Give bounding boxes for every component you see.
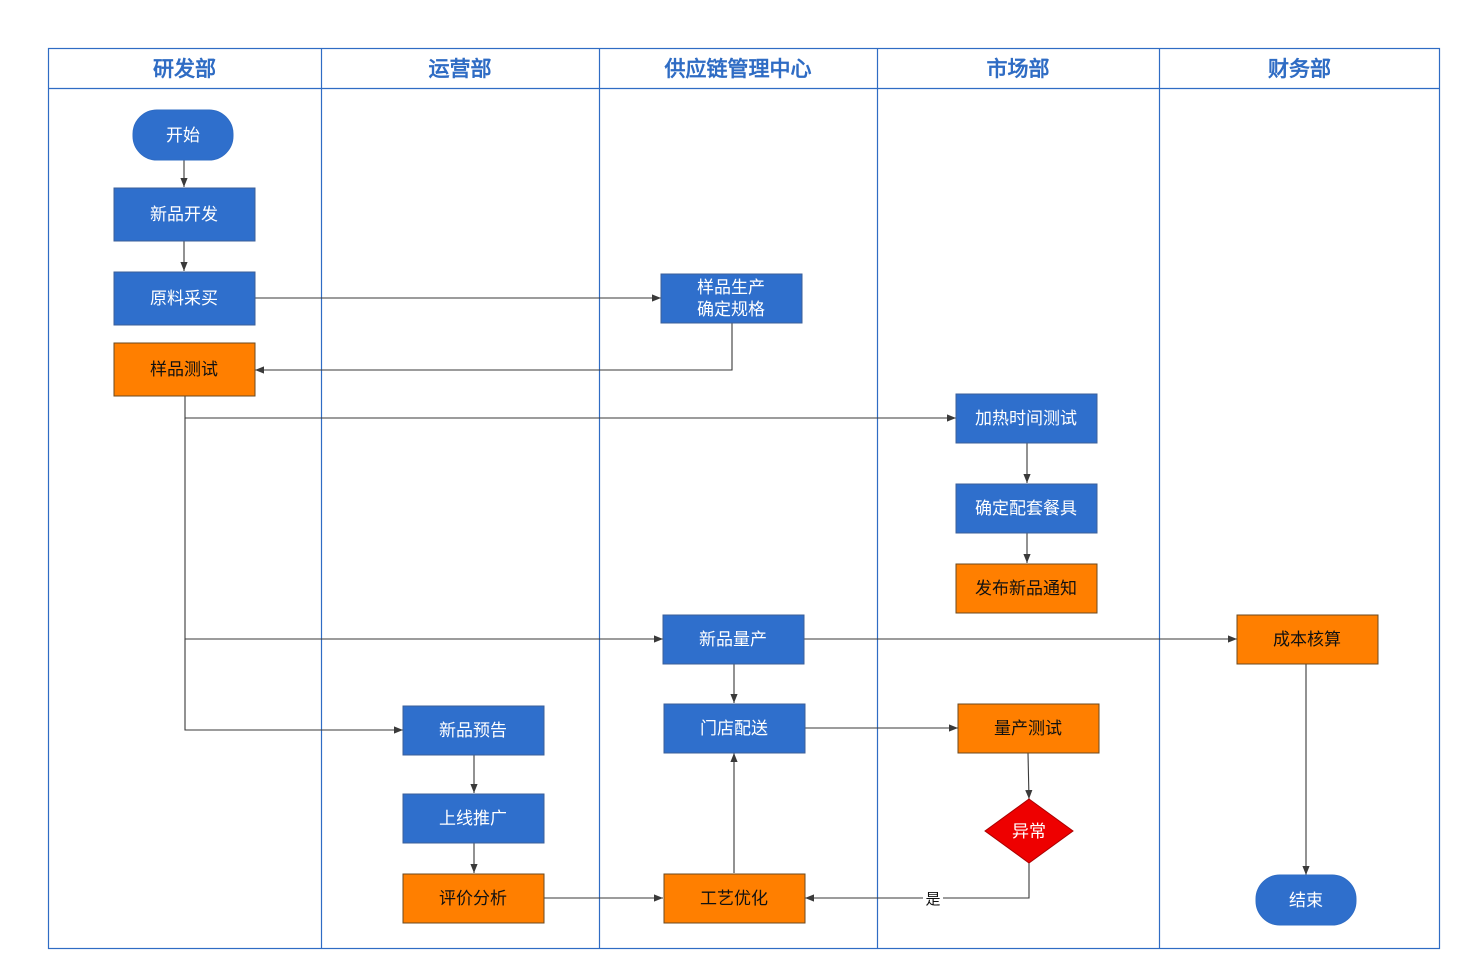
- node-label-start: 开始: [166, 126, 200, 146]
- node-delivery: 门店配送: [663, 703, 806, 754]
- edge-sampletest-heattest: [184, 396, 956, 422]
- node-label-delivery: 门店配送: [700, 719, 768, 739]
- node-sampletest: 样品测试: [113, 342, 256, 397]
- connectors: 是: [180, 160, 1310, 908]
- edge-masstest-abnormal: [1025, 752, 1033, 800]
- node-label-end: 结束: [1289, 891, 1323, 911]
- process-shape: [660, 273, 803, 324]
- edge-abnormal-craft: [805, 863, 1030, 902]
- lane-title-ops: 运营部: [429, 57, 492, 81]
- node-label-material: 原料采买: [150, 289, 218, 309]
- edge-sampletest-massprod: [184, 418, 663, 643]
- node-label-sampletest: 样品测试: [150, 360, 218, 380]
- node-tableware: 确定配套餐具: [955, 483, 1098, 534]
- process-shape: [402, 873, 545, 924]
- node-review: 评价分析: [402, 873, 545, 924]
- node-material: 原料采买: [113, 271, 256, 326]
- node-promo: 上线推广: [402, 793, 545, 844]
- node-abnormal: 异常: [984, 798, 1074, 864]
- node-preview: 新品预告: [402, 705, 545, 756]
- node-newdev: 新品开发: [113, 187, 256, 242]
- node-notice: 发布新品通知: [955, 563, 1098, 614]
- terminal-shape: [132, 109, 234, 161]
- node-label-heattest: 加热时间测试: [975, 409, 1077, 429]
- process-shape: [113, 342, 256, 397]
- node-label-craft: 工艺优化: [700, 889, 768, 909]
- lane-title-rnd: 研发部: [153, 57, 216, 81]
- decision-shape: [984, 798, 1074, 864]
- node-label-review: 评价分析: [439, 889, 507, 909]
- lane-title-scm: 供应链管理中心: [664, 57, 812, 81]
- terminal-shape: [1255, 874, 1357, 926]
- node-cost: 成本核算: [1236, 614, 1379, 665]
- process-shape: [402, 793, 545, 844]
- node-label-newdev: 新品开发: [150, 205, 218, 225]
- node-label-sampleprod: 样品生产: [697, 278, 765, 298]
- node-heattest: 加热时间测试: [955, 393, 1098, 444]
- node-label-tableware: 确定配套餐具: [975, 499, 1077, 519]
- node-label-promo: 上线推广: [439, 809, 507, 829]
- node-label-notice: 发布新品通知: [975, 579, 1077, 599]
- process-shape: [955, 563, 1098, 614]
- node-label-sampleprod: 确定规格: [697, 300, 765, 320]
- node-label-masstest: 量产测试: [994, 719, 1062, 739]
- edge-label-bg: [923, 888, 943, 908]
- process-shape: [955, 393, 1098, 444]
- process-shape: [113, 187, 256, 242]
- swimlanes: 研发部 运营部 供应链管理中心 市场部 财务部: [47, 47, 1441, 950]
- node-label-cost: 成本核算: [1273, 630, 1341, 650]
- node-label-massprod: 新品量产: [699, 630, 767, 650]
- node-label-preview: 新品预告: [439, 721, 507, 741]
- edge-label-abnormal-craft: 是: [925, 890, 940, 908]
- node-start: 开始: [132, 109, 234, 161]
- process-shape: [113, 271, 256, 326]
- node-massprod: 新品量产: [662, 614, 805, 665]
- process-shape: [955, 483, 1098, 534]
- process-shape: [1236, 614, 1379, 665]
- process-shape: [402, 705, 545, 756]
- node-label-abnormal: 异常: [1012, 822, 1046, 842]
- process-shape: [663, 703, 806, 754]
- lanes-frame: [47, 47, 1441, 950]
- process-shape: [662, 614, 805, 665]
- lane-title-fin: 财务部: [1268, 57, 1331, 81]
- lane-title-mkt: 市场部: [987, 57, 1050, 81]
- node-craft: 工艺优化: [663, 873, 806, 924]
- node-masstest: 量产测试: [957, 703, 1100, 754]
- edge-sampletest-preview: [184, 639, 403, 734]
- process-shape: [957, 703, 1100, 754]
- process-shape: [663, 873, 806, 924]
- edge-sampleprod-sampletest: [255, 323, 733, 374]
- node-end: 结束: [1255, 874, 1357, 926]
